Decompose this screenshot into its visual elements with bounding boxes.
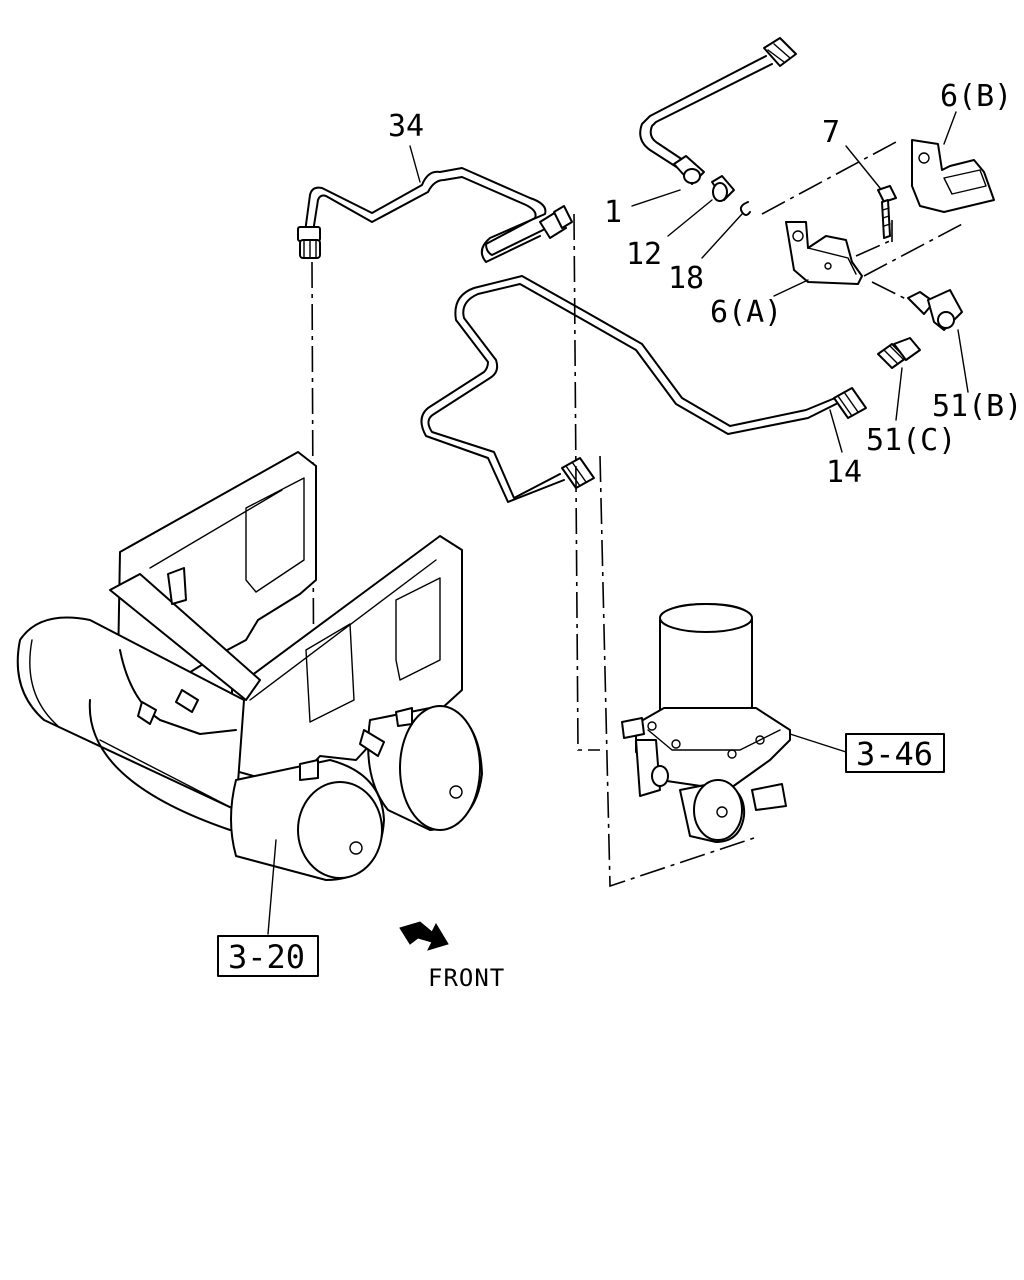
pipe-34 [297,167,573,263]
part-7-bolt [877,185,897,239]
callout-51b: 51(B) [932,389,1022,424]
part-51c-fitting [877,337,921,369]
air-tank-assembly [16,451,483,881]
part-12-nut [711,175,735,202]
callout-7: 7 [822,115,840,150]
reference-3-20[interactable]: 3-20 [217,935,319,977]
guide-line-vertical-left [573,213,600,751]
guide-line-vertical-right [599,455,755,888]
callout-14: 14 [826,455,862,490]
reference-3-46[interactable]: 3-46 [845,733,945,773]
front-label: FRONT [428,964,505,992]
callout-1: 1 [604,195,622,230]
part-51b-fitting [871,281,963,331]
front-arrow-icon [399,921,449,951]
bracket-6a [785,221,863,285]
callout-leaders [267,111,969,935]
air-dryer-assembly [621,603,847,843]
reference-3-20-label: 3-20 [228,938,305,976]
reference-3-46-label: 3-46 [856,735,933,773]
front-direction-indicator: FRONT [399,921,505,992]
part-18-clip [739,201,751,216]
callout-51c: 51(C) [866,423,956,458]
pipe-1 [639,37,797,185]
callout-12: 12 [626,237,662,272]
callout-6b: 6(B) [940,79,1012,114]
assembly-guide-lines [761,141,967,277]
pipe-14 [420,275,867,503]
callout-34: 34 [388,109,424,144]
bracket-6b [911,139,995,213]
callout-6a: 6(A) [710,295,782,330]
callout-18: 18 [668,261,704,296]
